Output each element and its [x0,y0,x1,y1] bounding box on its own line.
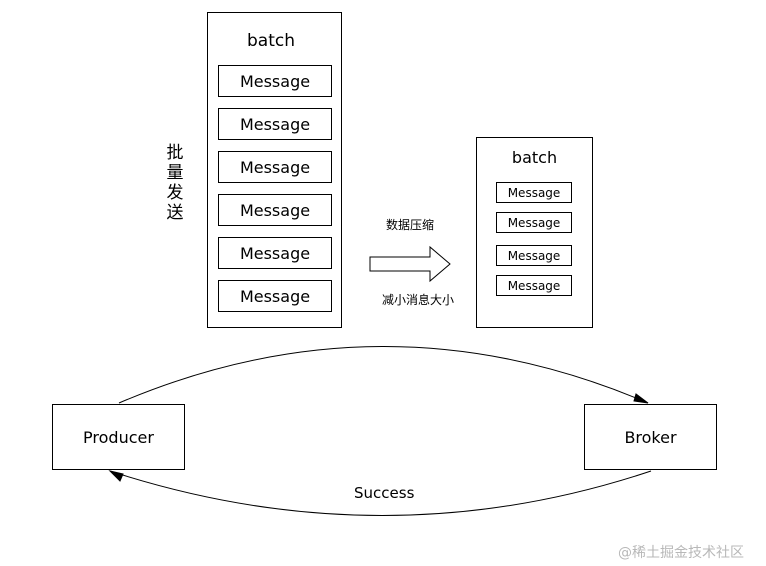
left-message-2: Message [218,108,332,140]
right-message-1: Message [496,182,572,203]
success-arc-arrow [109,470,652,516]
watermark: @稀土掘金技术社区 [618,545,744,561]
vertical-char: 发 [166,183,184,203]
compression-label: 数据压缩 [386,218,435,232]
broker-label: Broker [624,427,677,447]
send-arrowhead [633,393,649,404]
send-arc-arrow [118,346,649,404]
left-message-5: Message [218,237,332,269]
right-batch-title: batch [511,148,558,167]
vertical-char: 送 [166,203,184,223]
right-message-2: Message [496,212,572,233]
left-message-1: Message [218,65,332,97]
producer-node: Producer [52,404,185,470]
right-message-3: Message [496,245,572,266]
producer-label: Producer [83,427,154,447]
left-message-4: Message [218,194,332,226]
vertical-char: 量 [166,163,184,183]
vertical-char: 批 [166,143,184,163]
left-message-6: Message [218,280,332,312]
success-label: Success [354,484,415,502]
vertical-batch-send-label: 批 量 发 送 [164,143,186,223]
broker-node: Broker [584,404,717,470]
right-message-4: Message [496,275,572,296]
left-batch-title: batch [247,31,295,51]
reduce-size-label: 减小消息大小 [382,293,455,307]
success-arrowhead [108,470,124,482]
left-message-3: Message [218,151,332,183]
compression-arrow [369,245,451,283]
